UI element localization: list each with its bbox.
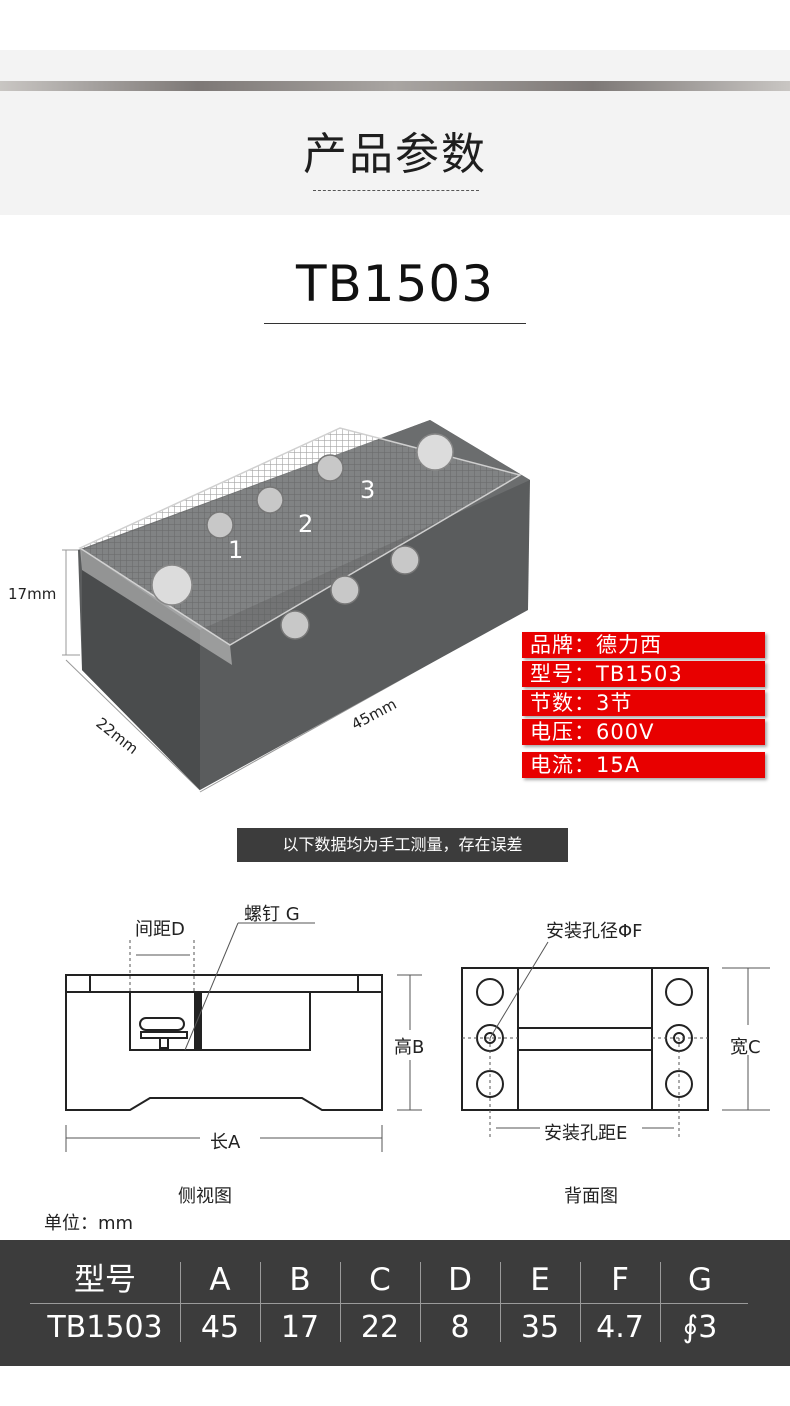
table-header-cell: F — [611, 1262, 629, 1298]
label-spacing-d: 间距D — [135, 919, 185, 940]
table-cell: 8 — [450, 1310, 470, 1345]
table-cell: 45 — [200, 1310, 240, 1345]
model-title: TB1503 — [295, 255, 495, 313]
table-cell: TB1503 — [47, 1310, 163, 1345]
terminal-number: 3 — [360, 476, 375, 504]
table-header-cell: E — [530, 1262, 550, 1298]
spec-brand: 品牌：德力西 — [522, 632, 765, 658]
label-width-c: 宽C — [730, 1037, 761, 1058]
table-header-cell: C — [369, 1262, 391, 1298]
back-view-caption: 背面图 — [564, 1186, 618, 1207]
table-col-divider — [660, 1262, 661, 1342]
label-hole-spacing-e: 安装孔距E — [544, 1123, 628, 1144]
table-col-divider — [500, 1262, 501, 1342]
model-underline — [264, 323, 526, 324]
table-col-divider — [340, 1262, 341, 1342]
table-cell: 35 — [520, 1310, 560, 1345]
table-col-divider — [260, 1262, 261, 1342]
label-hole-diameter-f: 安装孔径ΦF — [546, 921, 643, 942]
table-row-divider — [30, 1303, 748, 1304]
label-height-b: 高B — [394, 1037, 425, 1058]
table-cell: ∮3 — [682, 1310, 718, 1345]
title-underline — [313, 190, 479, 191]
spec-sections: 节数：3节 — [522, 690, 765, 716]
table-cell: 22 — [360, 1310, 400, 1345]
table-header-cell: A — [209, 1262, 231, 1298]
page-title: 产品参数 — [303, 129, 487, 180]
table-header-cell: D — [448, 1262, 472, 1298]
label-length-a: 长A — [210, 1132, 241, 1153]
table-col-divider — [180, 1262, 181, 1342]
table-header-cell: 型号 — [74, 1262, 136, 1298]
header-band — [0, 50, 790, 215]
terminal-number: 1 — [228, 536, 243, 564]
label-screw-g: 螺钉 G — [244, 904, 300, 925]
table-col-divider — [420, 1262, 421, 1342]
table-cell: 4.7 — [596, 1310, 644, 1345]
header-metal-bar — [0, 81, 790, 91]
table-header-cell: B — [289, 1262, 311, 1298]
table-cell: 17 — [280, 1310, 320, 1345]
spec-voltage: 电压：600V — [522, 719, 765, 745]
side-view-diagram — [65, 922, 770, 1152]
side-view-caption: 侧视图 — [178, 1186, 232, 1207]
spec-model: 型号：TB1503 — [522, 661, 765, 687]
product-illustration: 1 2 3 17mm 22mm 45mm — [8, 420, 530, 793]
spec-current: 电流：15A — [522, 752, 765, 778]
terminal-number: 2 — [298, 510, 313, 538]
table-header-cell: G — [687, 1262, 713, 1298]
measurement-notice: 以下数据均为手工测量，存在误差 — [237, 828, 568, 862]
unit-label: 单位：mm — [44, 1213, 134, 1234]
table-col-divider — [580, 1262, 581, 1342]
dim-height-label: 17mm — [8, 585, 56, 603]
